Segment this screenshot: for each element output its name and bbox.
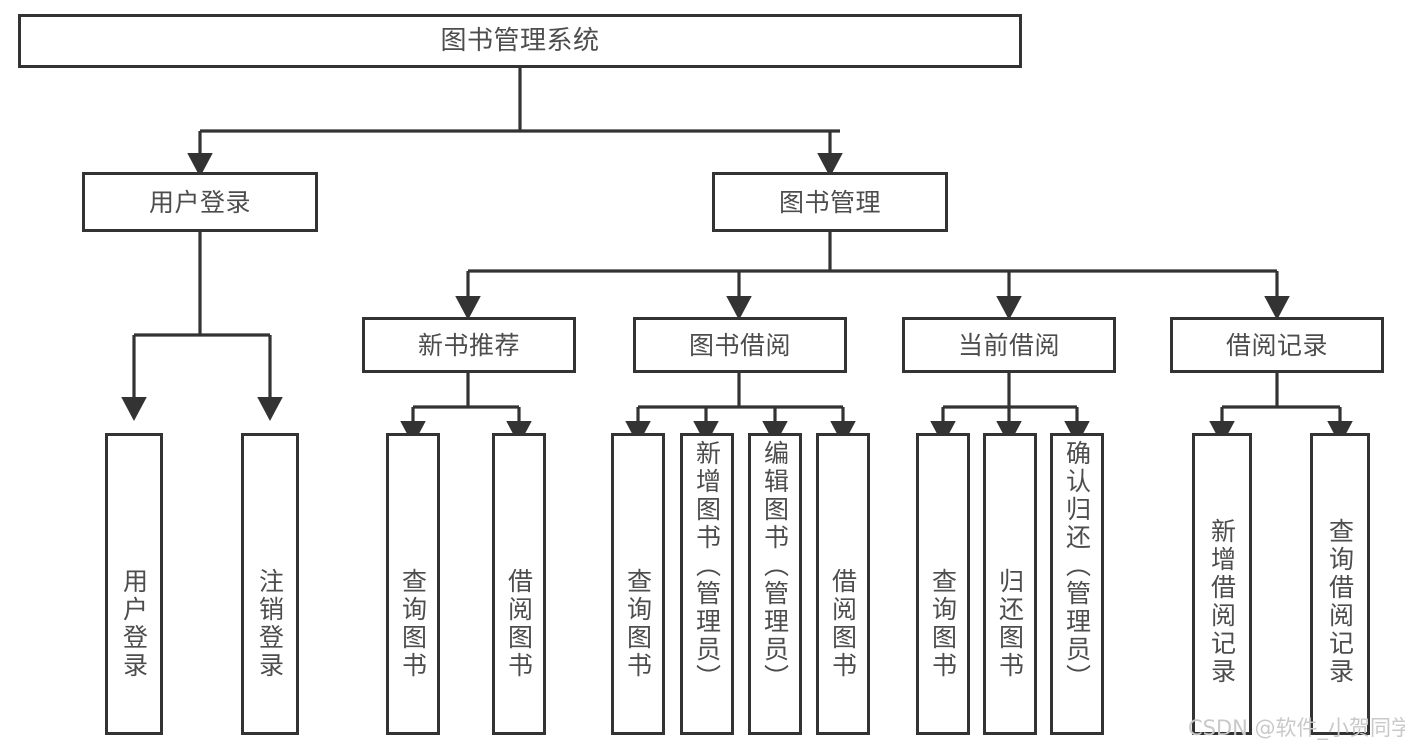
node-borrow-record-label: 借阅记录 <box>1225 330 1328 360</box>
leaf-query-record[interactable]: 查询借阅记录 <box>1310 433 1370 735</box>
node-borrow-record[interactable]: 借阅记录 <box>1170 317 1384 373</box>
node-user-login[interactable]: 用户登录 <box>82 172 318 232</box>
leaf-borrow-book-1[interactable]: 借阅图书 <box>492 433 546 735</box>
leaf-query-record-label: 查询借阅记录 <box>1325 518 1355 686</box>
node-root-label: 图书管理系统 <box>440 25 600 56</box>
node-current-borrow[interactable]: 当前借阅 <box>902 317 1116 373</box>
node-book-borrow[interactable]: 图书借阅 <box>633 317 847 373</box>
leaf-edit-book[interactable]: 编辑图书（管理员） <box>748 433 802 735</box>
leaf-user-login[interactable]: 用户登录 <box>105 433 163 735</box>
node-current-borrow-label: 当前借阅 <box>957 330 1060 360</box>
node-root[interactable]: 图书管理系统 <box>18 14 1022 68</box>
node-book-manage-label: 图书管理 <box>778 187 881 217</box>
leaf-add-book[interactable]: 新增图书（管理员） <box>680 433 734 735</box>
node-book-manage[interactable]: 图书管理 <box>712 172 948 232</box>
node-user-login-label: 用户登录 <box>148 187 251 217</box>
leaf-query-book-2-label: 查询图书 <box>623 568 653 680</box>
leaf-borrow-book-1-label: 借阅图书 <box>504 568 534 680</box>
leaf-query-book-1-label: 查询图书 <box>398 568 428 680</box>
leaf-add-book-label: 新增图书（管理员） <box>692 440 722 692</box>
leaf-return-book[interactable]: 归还图书 <box>983 433 1037 735</box>
leaf-query-book-3[interactable]: 查询图书 <box>916 433 970 735</box>
node-new-book-recommend-label: 新书推荐 <box>417 330 520 360</box>
csdn-watermark: CSDN @软件_小贺同学 <box>1188 716 1405 740</box>
leaf-add-record-label: 新增借阅记录 <box>1207 518 1237 686</box>
leaf-return-book-label: 归还图书 <box>995 568 1025 680</box>
leaf-borrow-book-2-label: 借阅图书 <box>828 568 858 680</box>
leaf-logout[interactable]: 注销登录 <box>241 433 299 735</box>
node-new-book-recommend[interactable]: 新书推荐 <box>362 317 576 373</box>
leaf-edit-book-label: 编辑图书（管理员） <box>760 440 790 692</box>
leaf-user-login-label: 用户登录 <box>119 568 149 680</box>
leaf-query-book-3-label: 查询图书 <box>928 568 958 680</box>
leaf-logout-label: 注销登录 <box>255 568 285 680</box>
node-book-borrow-label: 图书借阅 <box>688 330 791 360</box>
leaf-borrow-book-2[interactable]: 借阅图书 <box>816 433 870 735</box>
leaf-confirm-return-label: 确认归还（管理员） <box>1062 440 1092 692</box>
leaf-query-book-1[interactable]: 查询图书 <box>386 433 440 735</box>
leaf-confirm-return[interactable]: 确认归还（管理员） <box>1050 433 1104 735</box>
leaf-query-book-2[interactable]: 查询图书 <box>611 433 665 735</box>
leaf-add-record[interactable]: 新增借阅记录 <box>1192 433 1252 735</box>
